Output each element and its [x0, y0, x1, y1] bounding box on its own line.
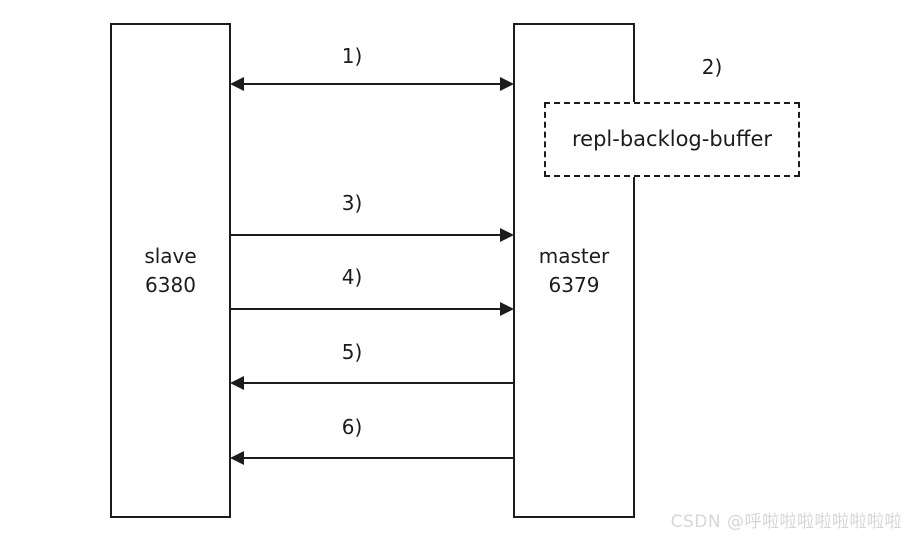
step-1-arrow — [230, 77, 514, 91]
step-5-arrow — [230, 376, 515, 390]
arrow-line — [241, 457, 515, 459]
arrow-line — [230, 234, 503, 236]
step-3-arrow — [230, 228, 514, 242]
arrowhead-right-icon — [500, 302, 514, 316]
slave-port: 6380 — [145, 272, 196, 297]
step-6-arrow — [230, 451, 515, 465]
arrow-line — [230, 308, 503, 310]
arrowhead-left-icon — [230, 77, 244, 91]
step-3-label: 3) — [341, 191, 363, 215]
arrowhead-left-icon — [230, 376, 244, 390]
step-2-label: 2) — [701, 55, 723, 79]
arrow-line — [241, 382, 515, 384]
master-name: master — [538, 243, 610, 268]
master-node-label: master 6379 — [539, 242, 610, 300]
master-port: 6379 — [548, 272, 600, 297]
step-4-arrow — [230, 302, 514, 316]
arrowhead-right-icon — [500, 228, 514, 242]
arrow-line — [241, 83, 503, 85]
step-5-label: 5) — [341, 340, 363, 364]
step-1-label: 1) — [341, 44, 363, 68]
step-4-label: 4) — [341, 265, 363, 289]
master-node: master 6379 — [513, 23, 635, 518]
slave-name: slave — [144, 243, 197, 268]
arrowhead-left-icon — [230, 451, 244, 465]
slave-node-label: slave 6380 — [144, 242, 196, 300]
step-6-label: 6) — [341, 415, 363, 439]
arrowhead-right-icon — [500, 77, 514, 91]
repl-backlog-buffer-box: repl-backlog-buffer — [544, 102, 800, 177]
slave-node: slave 6380 — [110, 23, 231, 518]
repl-backlog-buffer-label: repl-backlog-buffer — [572, 127, 772, 151]
csdn-watermark: CSDN @呼啦啦啦啦啦啦啦啦 — [670, 512, 902, 532]
